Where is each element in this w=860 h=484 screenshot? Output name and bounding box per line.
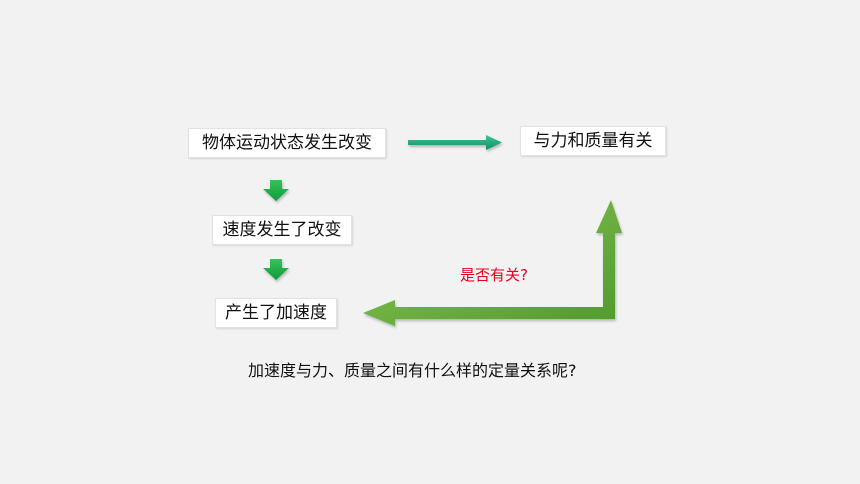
- acceleration-box: 产生了加速度: [215, 298, 337, 328]
- force-mass-box: 与力和质量有关: [520, 126, 666, 156]
- motion-change-box: 物体运动状态发生改变: [188, 128, 386, 158]
- velocity-change-box: 速度发生了改变: [212, 215, 352, 245]
- down-arrow-icon: [263, 180, 289, 201]
- right-arrow-icon: [408, 135, 502, 150]
- down-arrow-icon: [263, 259, 289, 280]
- l-shaped-arrow-icon: [363, 200, 622, 326]
- bottom-question: 加速度与力、质量之间有什么样的定量关系呢?: [248, 361, 577, 380]
- question-label: 是否有关?: [460, 266, 528, 284]
